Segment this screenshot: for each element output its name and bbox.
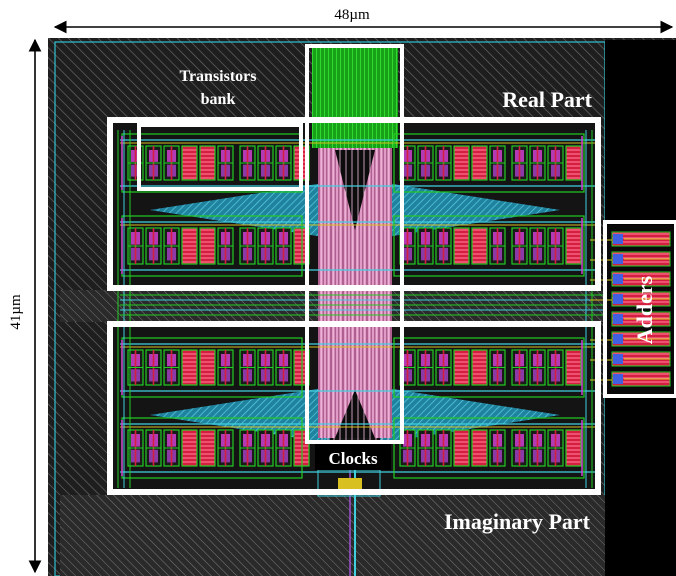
cell <box>199 429 216 467</box>
clocks-label: Clocks <box>328 449 378 468</box>
cyan-fan-left <box>150 182 330 238</box>
cell-group-outline <box>393 337 585 398</box>
height-dimension: 41µm <box>8 38 42 574</box>
cell <box>565 227 582 265</box>
cell <box>471 227 488 265</box>
layout-geometry <box>60 44 671 576</box>
adder-via <box>613 374 623 384</box>
clock-top-green <box>312 44 398 148</box>
bottom-pad <box>338 478 362 492</box>
real-part-box <box>107 117 601 291</box>
imaginary-part-label: Imaginary Part <box>444 509 591 534</box>
cell <box>199 349 216 386</box>
width-label: 48µm <box>334 7 370 23</box>
cell-group-outline <box>393 133 585 193</box>
height-label: 41µm <box>8 294 24 330</box>
cell <box>471 145 488 181</box>
highlight-boxes <box>107 44 676 495</box>
cell-group-outline <box>393 215 585 277</box>
clocks-box <box>305 44 404 444</box>
adder-via <box>613 294 623 304</box>
cell <box>181 227 198 265</box>
transistors-bank-box <box>137 123 303 191</box>
cell <box>565 429 582 467</box>
cell-group-outline <box>393 417 585 479</box>
adders-label: Adders <box>632 275 657 344</box>
imaginary-part-box <box>107 321 601 495</box>
adder-via <box>613 334 623 344</box>
adder-via <box>613 234 623 244</box>
transistors-bank-label-line2: bank <box>201 91 236 108</box>
cell <box>181 349 198 386</box>
cell <box>181 145 198 181</box>
bottom-hatch-region <box>60 495 605 576</box>
cell <box>471 349 488 386</box>
cyan-fan-right <box>380 387 560 443</box>
adder-via <box>613 254 623 264</box>
cell <box>199 227 216 265</box>
width-dimension: 48µm <box>53 7 674 34</box>
adder-via <box>613 274 623 284</box>
clock-black-wedge-top <box>335 150 375 230</box>
adder-via <box>613 354 623 364</box>
cell <box>565 145 582 181</box>
transistors-bank-label-line1: Transistors <box>179 68 256 85</box>
cell <box>453 349 470 386</box>
cell <box>471 429 488 467</box>
clocks-label-backdrop <box>315 444 391 470</box>
cyan-fan-right <box>380 182 560 238</box>
cell <box>181 429 198 467</box>
real-part-label: Real Part <box>502 87 592 112</box>
cyan-fan-left <box>150 387 330 443</box>
cell <box>453 145 470 181</box>
cell <box>199 145 216 181</box>
adders-box <box>603 220 676 398</box>
adder-via <box>613 314 623 324</box>
labels: Transistors bank Real Part Imaginary Par… <box>179 68 657 534</box>
clock-black-wedge-bottom <box>335 390 375 438</box>
cell <box>565 349 582 386</box>
cell <box>453 227 470 265</box>
cell <box>453 429 470 467</box>
